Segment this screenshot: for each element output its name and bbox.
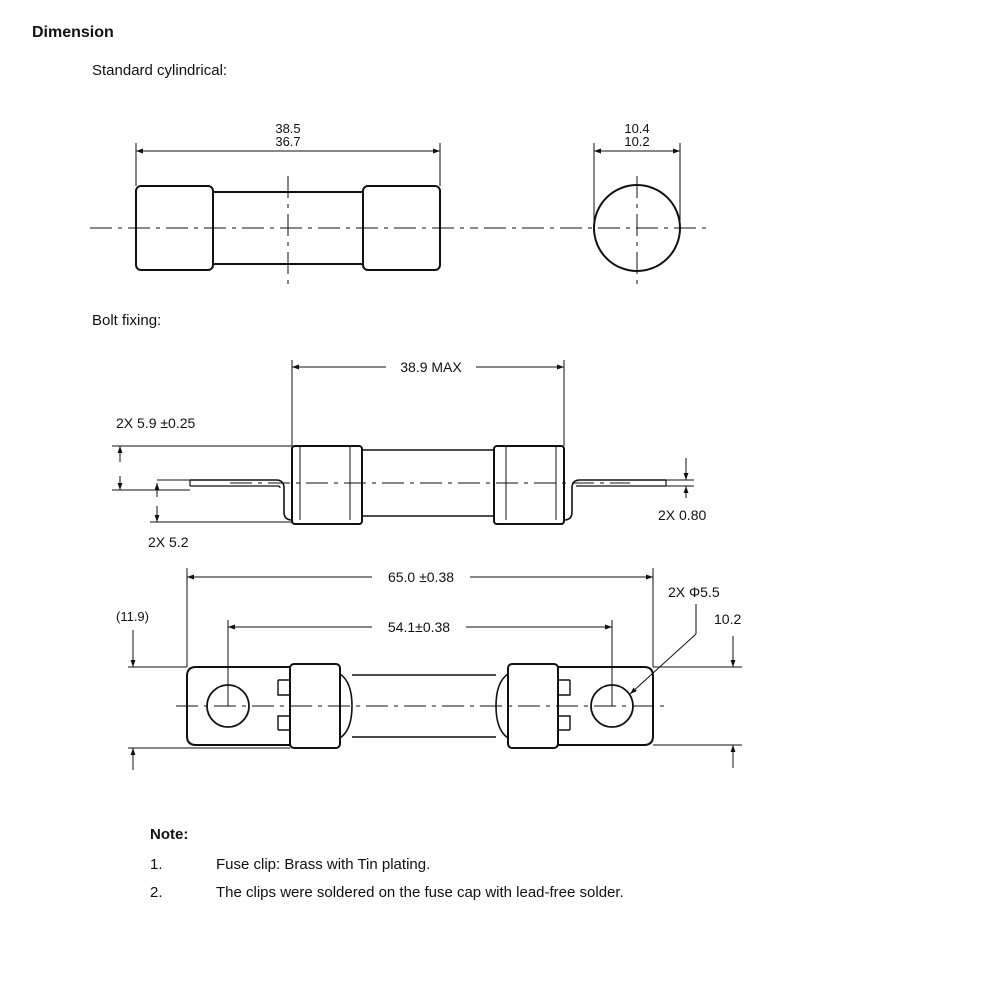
diameter-min-text: 10.2 — [624, 134, 649, 149]
note-2-text: The clips were soldered on the fuse cap … — [216, 884, 624, 901]
notes-title: Note: — [150, 826, 189, 843]
note-1-text: Fuse clip: Brass with Tin plating. — [216, 856, 431, 873]
left-tab — [186, 666, 291, 746]
standard-side-view — [90, 143, 478, 284]
bolt-right-clip — [493, 445, 565, 525]
body-length-text: 38.9 MAX — [400, 359, 462, 375]
bolt-left-clip — [291, 445, 363, 525]
bolt-fixing-label: Bolt fixing: — [92, 312, 162, 329]
page-heading: Dimension — [32, 24, 114, 41]
standard-cylindrical-label: Standard cylindrical: — [92, 62, 228, 79]
tab-thickness-text: 2X 0.80 — [658, 507, 706, 523]
bolt-top-view — [128, 568, 742, 770]
diameter-max-text: 10.4 — [624, 121, 649, 136]
hole-diameter-text: 2X Φ5.5 — [668, 584, 720, 600]
height-ref-text: (11.9) — [116, 609, 149, 624]
tab-offset-text: 2X 5.2 — [148, 534, 189, 550]
overall-length-text: 65.0 ±0.38 — [388, 569, 454, 585]
hole-spacing-text: 54.1±0.38 — [388, 619, 450, 635]
standard-end-view — [484, 143, 708, 284]
bolt-side-view — [112, 360, 694, 525]
note-2-number: 2. — [150, 884, 163, 901]
note-1-number: 1. — [150, 856, 163, 873]
length-max-text: 38.5 — [275, 121, 300, 136]
length-min-text: 36.7 — [275, 134, 300, 149]
tab-width-text: 10.2 — [714, 611, 741, 627]
clip-height-text: 2X 5.9 ±0.25 — [116, 415, 196, 431]
